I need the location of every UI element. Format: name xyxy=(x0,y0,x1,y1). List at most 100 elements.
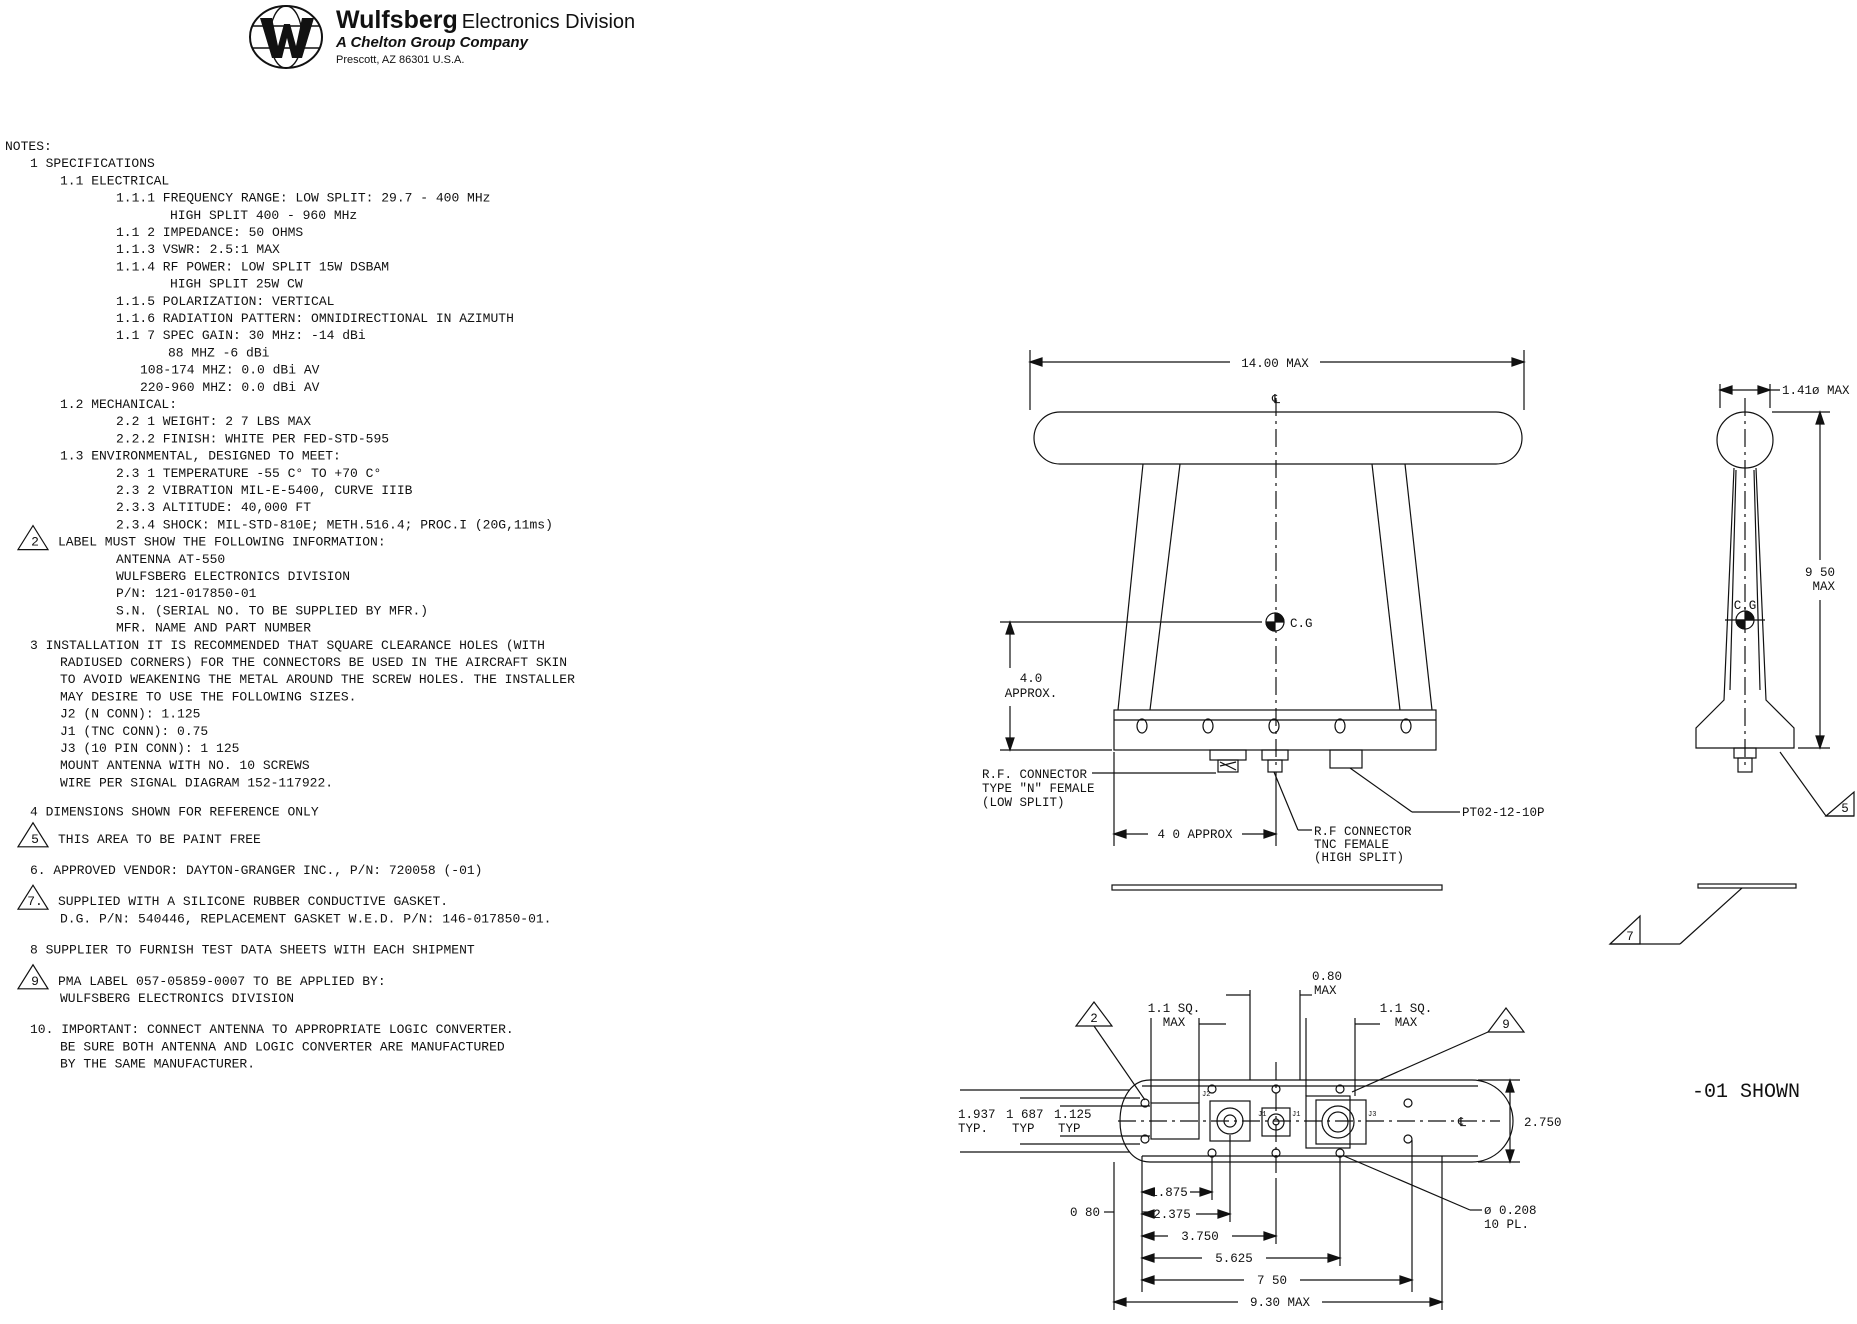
dim-5625: 5.625 xyxy=(1215,1252,1253,1266)
note-line: WIRE PER SIGNAL DIAGRAM 152-117922. xyxy=(60,775,333,790)
note-line: 3 INSTALLATION IT IS RECOMMENDED THAT SQ… xyxy=(30,638,545,653)
d080-top-1: 0.80 xyxy=(1312,970,1342,984)
j3-sq-dim-1: 1.1 SQ. xyxy=(1380,1002,1433,1016)
bottom-view xyxy=(960,990,1526,1310)
note-line: 1.1.5 POLARIZATION: VERTICAL xyxy=(116,294,334,309)
note-line: 2.3.4 SHOCK: MIL-STD-810E; METH.516.4; P… xyxy=(116,517,553,532)
dim-1937: 1.937 xyxy=(958,1108,996,1122)
note-line: 6. APPROVED VENDOR: DAYTON-GRANGER INC.,… xyxy=(30,863,482,878)
front-view-labels: 14.00 MAX ℄ C.G 4.0 APPROX. 4 0 APPROX R… xyxy=(982,357,1545,865)
note-line: 2.3.3 ALTITUDE: 40,000 FT xyxy=(116,500,311,515)
rf-n-label-2: TYPE "N" FEMALE xyxy=(982,782,1095,796)
company-division: Electronics Division xyxy=(461,11,636,33)
side-flag-7: 7 xyxy=(1626,930,1634,944)
bottom-view-labels: 1.1 SQ. MAX 1.1 SQ. MAX 0.80 MAX 1.937 T… xyxy=(958,970,1562,1310)
note-flag-number: 5 xyxy=(31,832,39,847)
note-line: D.G. P/N: 540446, REPLACEMENT GASKET W.E… xyxy=(60,911,551,926)
bottom-flag-9: 9 xyxy=(1502,1018,1510,1032)
j1-label-b: J1 xyxy=(1292,1111,1300,1119)
side-flag-5: 5 xyxy=(1841,802,1849,816)
dim-1937-typ: TYP. xyxy=(958,1122,988,1136)
note-line: 2.3 2 VIBRATION MIL-E-5400, CURVE IIIB xyxy=(116,483,413,498)
side-view-labels: 1.41ø MAX 9 50 MAX C.G 5 7 xyxy=(1626,384,1850,944)
note-line: WULFSBERG ELECTRONICS DIVISION xyxy=(116,569,350,584)
note-flag-triangle xyxy=(16,821,50,848)
note-line: THIS AREA TO BE PAINT FREE xyxy=(58,832,261,847)
view-note: -01 SHOWN xyxy=(1692,1081,1800,1104)
front-width-dim: 14.00 MAX xyxy=(1241,357,1309,371)
note-line: J3 (10 PIN CONN): 1 125 xyxy=(60,741,239,756)
note-line: S.N. (SERIAL NO. TO BE SUPPLIED BY MFR.) xyxy=(116,603,428,618)
note-line: 1.1 2 IMPEDANCE: 50 OHMS xyxy=(116,225,303,240)
company-name-main: Wulfsberg xyxy=(336,6,458,34)
note-flag-number: 2 xyxy=(31,535,39,550)
dim-1125-typ: TYP xyxy=(1058,1122,1081,1136)
company-address: Prescott, AZ 86301 U.S.A. xyxy=(336,54,465,66)
front-cg-dim-2: APPROX. xyxy=(1005,687,1058,701)
dim-3750: 3.750 xyxy=(1181,1230,1219,1244)
rf-n-label-3: (LOW SPLIT) xyxy=(982,796,1065,810)
note-line: RADIUSED CORNERS) FOR THE CONNECTORS BE … xyxy=(60,655,567,670)
note-line: 1 SPECIFICATIONS xyxy=(30,156,155,171)
j2-sq-dim-2: MAX xyxy=(1163,1016,1186,1030)
note-line: 1.1.4 RF POWER: LOW SPLIT 15W DSBAM xyxy=(116,259,389,274)
bottom-flag-2: 2 xyxy=(1090,1012,1098,1026)
note-line: 2.2 1 WEIGHT: 2 7 LBS MAX xyxy=(116,414,311,429)
rf-tnc-label-1: R.F CONNECTOR xyxy=(1314,825,1412,839)
dim-2750: 2.750 xyxy=(1524,1116,1562,1130)
side-cg-label: C.G xyxy=(1734,599,1757,613)
dim-1687: 1 687 xyxy=(1006,1108,1044,1122)
note-line: 2.3 1 TEMPERATURE -55 C° TO +70 C° xyxy=(116,466,381,481)
j2-sq-dim-1: 1.1 SQ. xyxy=(1148,1002,1201,1016)
note-line: WULFSBERG ELECTRONICS DIVISION xyxy=(60,991,294,1006)
dim-1125: 1.125 xyxy=(1054,1108,1092,1122)
note-line: J1 (TNC CONN): 0.75 xyxy=(60,724,208,739)
dim-0-80: 0 80 xyxy=(1070,1206,1100,1220)
hole-note-1: ø 0.208 xyxy=(1484,1204,1537,1218)
j3-label: J3 xyxy=(1368,1111,1376,1119)
note-flag-triangle xyxy=(16,884,50,910)
note-line: J2 (N CONN): 1.125 xyxy=(60,707,200,722)
note-line: MAY DESIRE TO USE THE FOLLOWING SIZES. xyxy=(60,689,356,704)
note-line: ANTENNA AT-550 xyxy=(116,552,225,567)
dim-750: 7 50 xyxy=(1257,1274,1287,1288)
front-cg-label: C.G xyxy=(1290,617,1313,631)
note-line: HIGH SPLIT 400 - 960 MHz xyxy=(170,208,357,223)
note-flag-triangle xyxy=(16,963,50,990)
dim-2375: 2.375 xyxy=(1153,1208,1191,1222)
note-line: MFR. NAME AND PART NUMBER xyxy=(116,621,311,636)
note-line: 88 MHZ -6 dBi xyxy=(168,345,270,360)
j1-label: J1 xyxy=(1258,1111,1266,1119)
dim-930: 9.30 MAX xyxy=(1250,1296,1311,1310)
note-line: 220-960 MHZ: 0.0 dBi AV xyxy=(140,380,320,395)
rf-tnc-label-3: (HIGH SPLIT) xyxy=(1314,851,1404,865)
rf-n-label-1: R.F. CONNECTOR xyxy=(982,768,1088,782)
side-height-dim-1: 9 50 xyxy=(1805,566,1835,580)
dim-1875: 1.875 xyxy=(1150,1186,1188,1200)
note-line: 10. IMPORTANT: CONNECT ANTENNA TO APPROP… xyxy=(30,1022,514,1037)
notes-section: NOTES: 1 SPECIFICATIONS 1.1 ELECTRICAL 1.1.… xyxy=(5,139,575,1072)
j2-label: J2 xyxy=(1202,1091,1210,1099)
note-line: BE SURE BOTH ANTENNA AND LOGIC CONVERTER… xyxy=(60,1039,505,1054)
note-flag-number: 9 xyxy=(31,974,39,989)
note-flag-triangle xyxy=(16,524,50,551)
side-view xyxy=(1608,384,1855,945)
note-line: PMA LABEL 057-05859-0007 TO BE APPLIED B… xyxy=(58,974,386,989)
note-line: BY THE SAME MANUFACTURER. xyxy=(60,1057,255,1072)
d080-top-2: MAX xyxy=(1314,984,1337,998)
j3-sq-dim-2: MAX xyxy=(1395,1016,1418,1030)
front-offset-dim: 4 0 APPROX xyxy=(1157,828,1233,842)
note-line: 2.2.2 FINISH: WHITE PER FED-STD-595 xyxy=(116,431,389,446)
bottom-centerline-mark: ℄ xyxy=(1457,1116,1467,1130)
note-line: MOUNT ANTENNA WITH NO. 10 SCREWS xyxy=(60,758,310,773)
note-line: 1.2 MECHANICAL: xyxy=(60,397,177,412)
note-line: 108-174 MHZ: 0.0 dBi AV xyxy=(140,363,320,378)
note-line: LABEL MUST SHOW THE FOLLOWING INFORMATIO… xyxy=(58,535,386,550)
dim-1687-typ: TYP xyxy=(1012,1122,1035,1136)
front-view xyxy=(1000,350,1526,891)
note-line: SUPPLIED WITH A SILICONE RUBBER CONDUCTI… xyxy=(58,894,448,909)
company-tagline: A Chelton Group Company xyxy=(336,34,528,51)
note-line: NOTES: xyxy=(5,139,52,154)
note-line: 1.1 ELECTRICAL xyxy=(60,173,169,188)
